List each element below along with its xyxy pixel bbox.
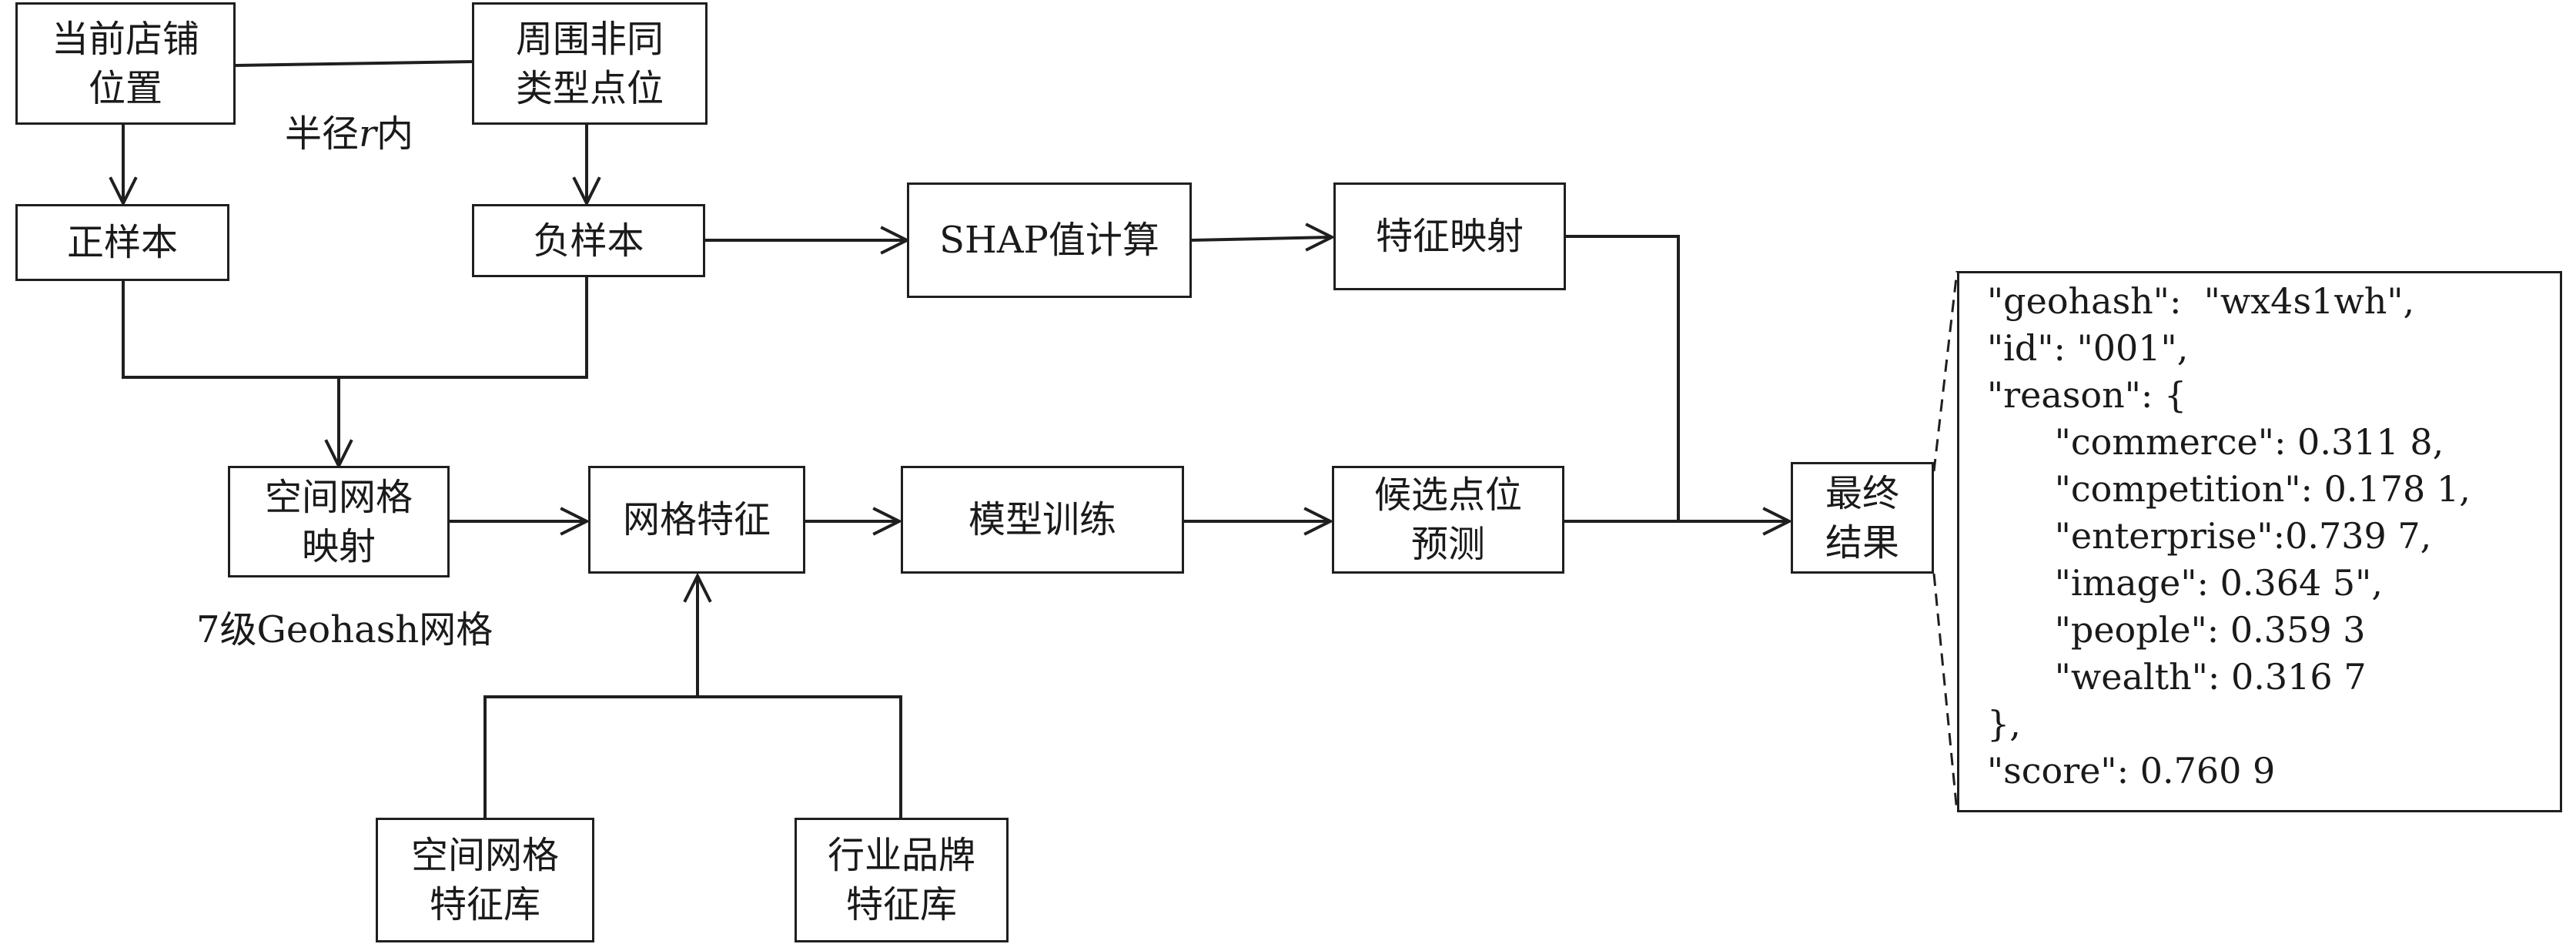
json-line: "competition": 0.178 1,	[1987, 468, 2471, 510]
node-grid-feature-db: 空间网格 特征库	[376, 818, 594, 942]
json-line: "geohash": "wx4s1wh",	[1987, 280, 2415, 322]
radius-label-prefix: 半径	[285, 112, 360, 156]
arrowhead	[560, 507, 590, 536]
json-line: "enterprise":0.739 7,	[1987, 515, 2432, 557]
arrowhead	[1303, 507, 1334, 536]
node-nearby-points: 周围非同 类型点位	[472, 2, 708, 125]
arrowhead	[1762, 507, 1793, 536]
json-line: "id": "001",	[1987, 327, 2189, 369]
node-store-location: 当前店铺 位置	[15, 2, 236, 125]
databases-merge-line	[483, 695, 902, 819]
arrowhead	[572, 176, 601, 207]
json-line: },	[1987, 703, 2021, 745]
merge-samples-line	[122, 276, 588, 379]
arrowhead	[109, 176, 138, 207]
node-feature-mapping: 特征映射	[1333, 182, 1566, 290]
node-brand-feature-db: 行业品牌 特征库	[795, 818, 1009, 942]
arrowhead	[872, 507, 903, 536]
radius-label: 半径r内	[285, 112, 413, 156]
geohash-level-label: 7级Geohash网格	[196, 608, 493, 651]
node-grid-mapping: 空间网格 映射	[228, 466, 450, 577]
feature-mapping-connector	[1564, 235, 1680, 523]
radius-link	[233, 59, 474, 68]
node-positive-sample: 正样本	[15, 204, 229, 281]
node-model-training: 模型训练	[901, 466, 1184, 574]
arrowhead	[1305, 223, 1336, 252]
json-line: "people": 0.359 3	[1987, 609, 2366, 651]
node-negative-sample: 负样本	[472, 204, 705, 277]
radius-label-suffix: 内	[376, 112, 413, 156]
json-line: "wealth": 0.316 7	[1987, 656, 2367, 698]
node-candidate-prediction: 候选点位 预测	[1332, 466, 1564, 574]
arrow-shap-to-feature-mapping	[1189, 235, 1333, 243]
callout-line-bottom	[1932, 573, 1959, 813]
node-final-result: 最终 结果	[1791, 462, 1934, 574]
json-line: "commerce": 0.311 8,	[1987, 421, 2444, 463]
node-grid-features: 网格特征	[588, 466, 805, 574]
callout-line-top	[1932, 270, 1959, 472]
json-line: "score": 0.760 9	[1987, 750, 2276, 792]
arrowhead	[683, 572, 712, 603]
result-json-box: "geohash": "wx4s1wh", "id": "001", "reas…	[1957, 271, 2562, 812]
node-shap-calc: SHAP值计算	[907, 182, 1192, 298]
json-line: "reason": {	[1987, 374, 2187, 416]
json-line: "image": 0.364 5",	[1987, 562, 2383, 604]
radius-variable: r	[359, 112, 376, 156]
